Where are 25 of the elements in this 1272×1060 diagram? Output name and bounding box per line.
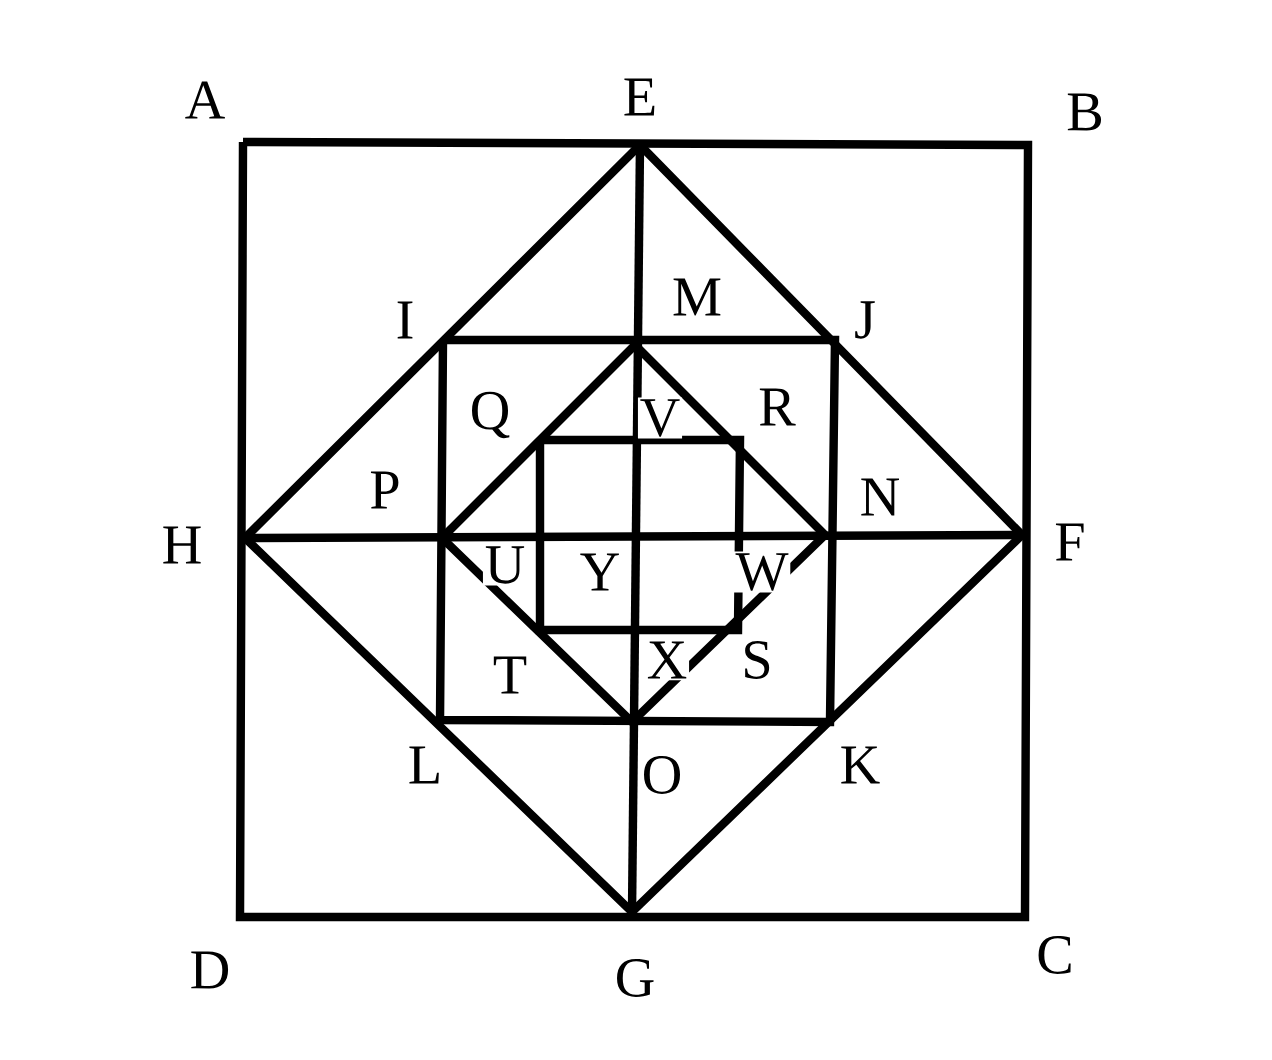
point-label: H [159,524,205,566]
point-label: Y [577,551,623,593]
point-label: W [733,551,791,593]
point-label: B [1064,91,1106,133]
point-label: R [756,386,798,428]
point-label: C [1034,934,1076,976]
point-label: K [837,744,883,786]
point-label: Q [467,390,513,440]
point-label: D [187,949,233,991]
point-label: L [406,744,444,786]
point-label: S [739,639,775,681]
point-label: O [639,754,685,796]
point-label: E [621,76,659,118]
point-label: T [491,654,529,696]
point-label: N [857,476,903,518]
point-label: J [852,299,878,341]
point-label: A [182,79,228,121]
point-label: M [670,276,724,318]
point-label: V [637,397,683,439]
point-label: X [644,639,690,681]
point-label: F [1052,521,1088,563]
point-label: I [393,299,417,341]
point-label: U [482,544,528,586]
point-label: G [612,957,658,999]
point-label: P [367,469,403,511]
